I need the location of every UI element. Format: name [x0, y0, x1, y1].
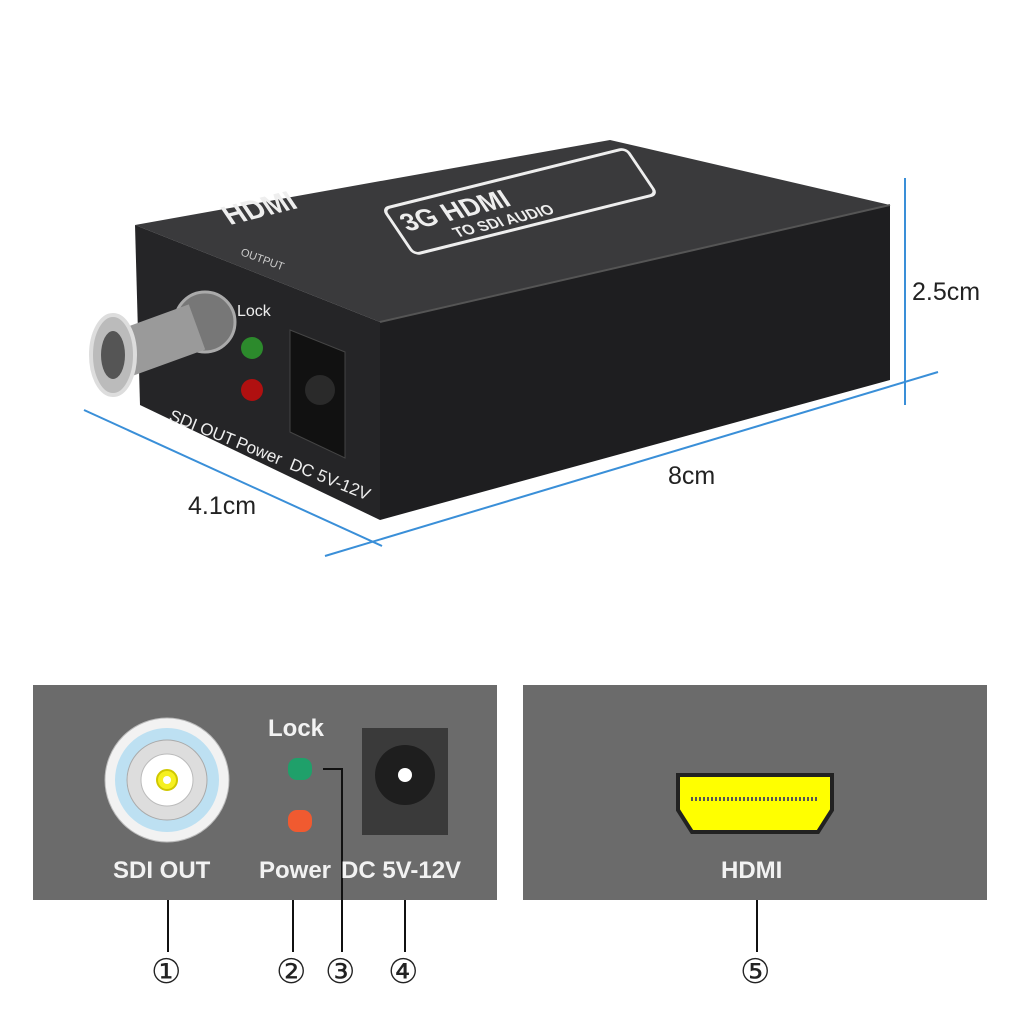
lock-led [241, 337, 263, 359]
lock-label: Lock [268, 715, 325, 742]
callout-2: ② [276, 952, 307, 992]
power-led [241, 379, 263, 401]
front-lock-label: Lock [237, 303, 272, 320]
lock-led-icon [288, 758, 312, 780]
dc-label: DC 5V-12V [341, 857, 462, 884]
input-panel: HDMI [523, 685, 987, 900]
length-dimension: 8cm [668, 462, 716, 490]
dimension-lines [83, 178, 939, 557]
hdmi-port-icon [676, 773, 834, 834]
width-dimension: 4.1cm [188, 492, 257, 520]
sdi-bnc-icon [104, 717, 230, 843]
device-photo: HDMI 3G HDMI TO SDI AUDIO OUTPUT Lock SD… [83, 140, 939, 557]
power-led-icon [288, 810, 312, 832]
height-dimension: 2.5cm [912, 278, 981, 306]
power-label: Power [259, 857, 332, 884]
callout-4: ④ [388, 952, 419, 992]
output-panel: Lock SDI OUT Power DC 5V-12V [33, 685, 497, 900]
sdi-out-label: SDI OUT [113, 857, 211, 884]
hdmi-label: HDMI [721, 857, 783, 884]
dc-jack [289, 329, 346, 459]
callout-3: ③ [325, 952, 356, 992]
callout-1: ① [151, 952, 182, 992]
device-side-face [380, 205, 890, 520]
callout-5: ⑤ [740, 952, 771, 992]
bnc-connector [89, 290, 237, 397]
